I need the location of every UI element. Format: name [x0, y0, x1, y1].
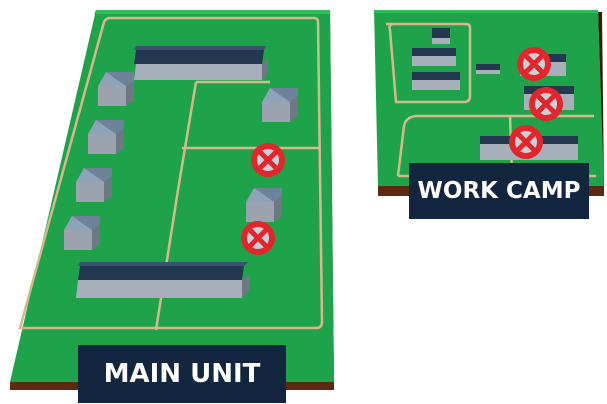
- closed-marker-icon: [529, 87, 563, 121]
- main-top-barracks: [134, 46, 268, 80]
- closed-marker-icon: [241, 221, 275, 255]
- closed-marker-icon: [251, 143, 285, 177]
- main-unit-roads: [18, 16, 324, 331]
- main-bottom-barracks: [76, 262, 250, 298]
- main-unit-label: MAIN UNIT: [78, 345, 286, 403]
- closed-marker-icon: [509, 125, 543, 159]
- work-camp-label: WORK CAMP: [409, 163, 589, 219]
- closed-marker-icon: [517, 47, 551, 81]
